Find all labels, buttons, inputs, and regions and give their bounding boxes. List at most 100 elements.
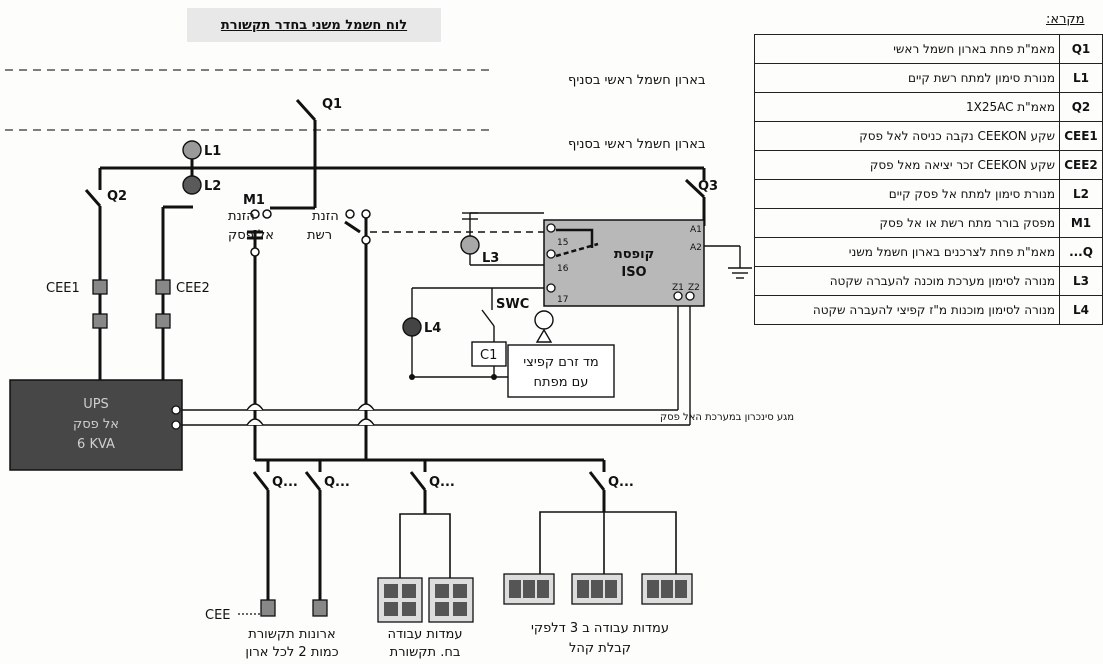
socket-icon — [537, 580, 549, 598]
socket-icon — [523, 580, 535, 598]
socket-icon — [509, 580, 521, 598]
workstations-public-label-2: קבלת קהל — [569, 641, 631, 656]
q-branch-3-blade — [409, 471, 427, 491]
q-branch-2-label: Q... — [324, 475, 350, 490]
spring-meter-label-box — [507, 344, 615, 398]
terminal-z2-label: Z2 — [688, 283, 700, 293]
selector-contact-2 — [361, 209, 371, 219]
socket-icon — [647, 580, 659, 598]
legend-code: Q1 — [1059, 34, 1103, 64]
spring-meter-label-1: מד זרם קפיצי — [523, 355, 599, 370]
iso-terminal-z2 — [685, 291, 695, 301]
feed-ups-label-1: הזנת — [228, 209, 255, 224]
q-branch-1-blade — [252, 471, 270, 491]
m1-contact-1 — [250, 209, 260, 219]
iso-terminal-17 — [546, 283, 556, 293]
selector-contact-1 — [345, 209, 355, 219]
sync-label: מגע סינכרון במערכת האל פסק — [660, 412, 794, 423]
l1-lamp — [182, 140, 202, 160]
legend-code: Q... — [1059, 237, 1103, 267]
crossover-3 — [357, 403, 375, 411]
feed-ups-label-2: אל פסק — [228, 228, 274, 243]
junction-dot-2 — [491, 374, 497, 380]
q-branch-1-label: Q... — [272, 475, 298, 490]
iso-terminal-16 — [546, 249, 556, 259]
crossover-2 — [246, 418, 264, 426]
m1-contact-2 — [262, 209, 272, 219]
main-panel-label-1: בארון חשמל ראשי בסניף — [568, 73, 705, 88]
crossover-1 — [246, 403, 264, 411]
ups-box — [9, 379, 183, 471]
spring-meter-base-icon — [535, 328, 553, 343]
cee2-connector-top — [155, 279, 171, 295]
terminal-16-label: 16 — [557, 264, 569, 274]
q-branch-4-label: Q... — [608, 475, 634, 490]
terminal-a2-label: A2 — [690, 243, 702, 253]
socket-icon — [577, 580, 589, 598]
legend-description: מנורה לסימון מערכת מוכנה להעברה שקטה — [753, 266, 1061, 296]
l3-lamp — [460, 235, 480, 255]
socket-icon — [661, 580, 673, 598]
spring-meter-icon — [534, 310, 554, 330]
q2-label: Q2 — [107, 189, 127, 204]
q3-label: Q3 — [698, 179, 718, 194]
swc-blade — [481, 309, 495, 327]
q-branch-2-blade — [304, 471, 322, 491]
q3-switch-blade — [684, 178, 706, 199]
socket-icon — [402, 584, 416, 598]
socket-icon — [453, 602, 467, 616]
iso-terminal-z1 — [673, 291, 683, 301]
legend-title: מקרא: — [1046, 12, 1085, 27]
workstations-comm-label-2: בח. תקשורת — [390, 645, 461, 660]
socket-icon — [453, 584, 467, 598]
socket-icon — [605, 580, 617, 598]
m1-contact-3 — [250, 247, 260, 257]
ws-comm-wiring — [399, 513, 451, 582]
l4-label: L4 — [424, 321, 441, 336]
l3-label: L3 — [482, 251, 499, 266]
legend-code: L2 — [1059, 179, 1103, 209]
cee1-connector-bottom — [92, 313, 108, 329]
workstations-public-label-1: עמדות עבודה ב 3 דלפקי — [531, 621, 669, 636]
socket-pattern — [384, 580, 687, 616]
socket-icon — [435, 602, 449, 616]
socket-icon — [591, 580, 603, 598]
q-branch-3-label: Q... — [429, 475, 455, 490]
feed-grid-label-2: רשת — [307, 228, 332, 243]
c1-label: C1 — [480, 348, 497, 363]
socket-icon — [402, 602, 416, 616]
ws-public-wiring — [539, 511, 677, 578]
c1-box — [471, 341, 507, 367]
legend-description: מנורת סימון למתח אל פסק קיים — [753, 179, 1061, 209]
legend-code: L1 — [1059, 63, 1103, 93]
crossover-4 — [357, 418, 375, 426]
iso-terminal-15 — [546, 223, 556, 233]
workstations-comm-label-1: עמדות עבודה — [387, 627, 462, 642]
junction-dot-1 — [409, 374, 415, 380]
diagram-title: לוח חשמל משני בחדר תקשורת — [187, 8, 441, 42]
legend-description: מאמ"ת פחת לצרכנים בארון חשמל משני — [753, 237, 1061, 267]
legend-description: מנורה לסימון מוכנות מ"ז קפיצי להעברה שקט… — [753, 295, 1061, 325]
q1-switch-blade — [295, 98, 317, 122]
terminal-17-label: 17 — [557, 295, 568, 305]
cabinets-label-1: ארונות תקשורת — [248, 627, 335, 642]
legend-row: Q...מאמ"ת פחת לצרכנים בארון חשמל משני — [753, 237, 1103, 267]
ups-label-3: 6 KVA — [77, 437, 115, 452]
socket-icon — [435, 584, 449, 598]
main-panel-label-2: בארון חשמל ראשי בסניף — [568, 137, 705, 152]
cee2-connector-bottom — [155, 313, 171, 329]
iso-label-2: ISO — [621, 265, 646, 280]
terminal-z1-label: Z1 — [672, 283, 684, 293]
cee-plug-2 — [312, 599, 328, 617]
cee1-label: CEE1 — [46, 281, 80, 296]
legend-code: L4 — [1059, 295, 1103, 325]
